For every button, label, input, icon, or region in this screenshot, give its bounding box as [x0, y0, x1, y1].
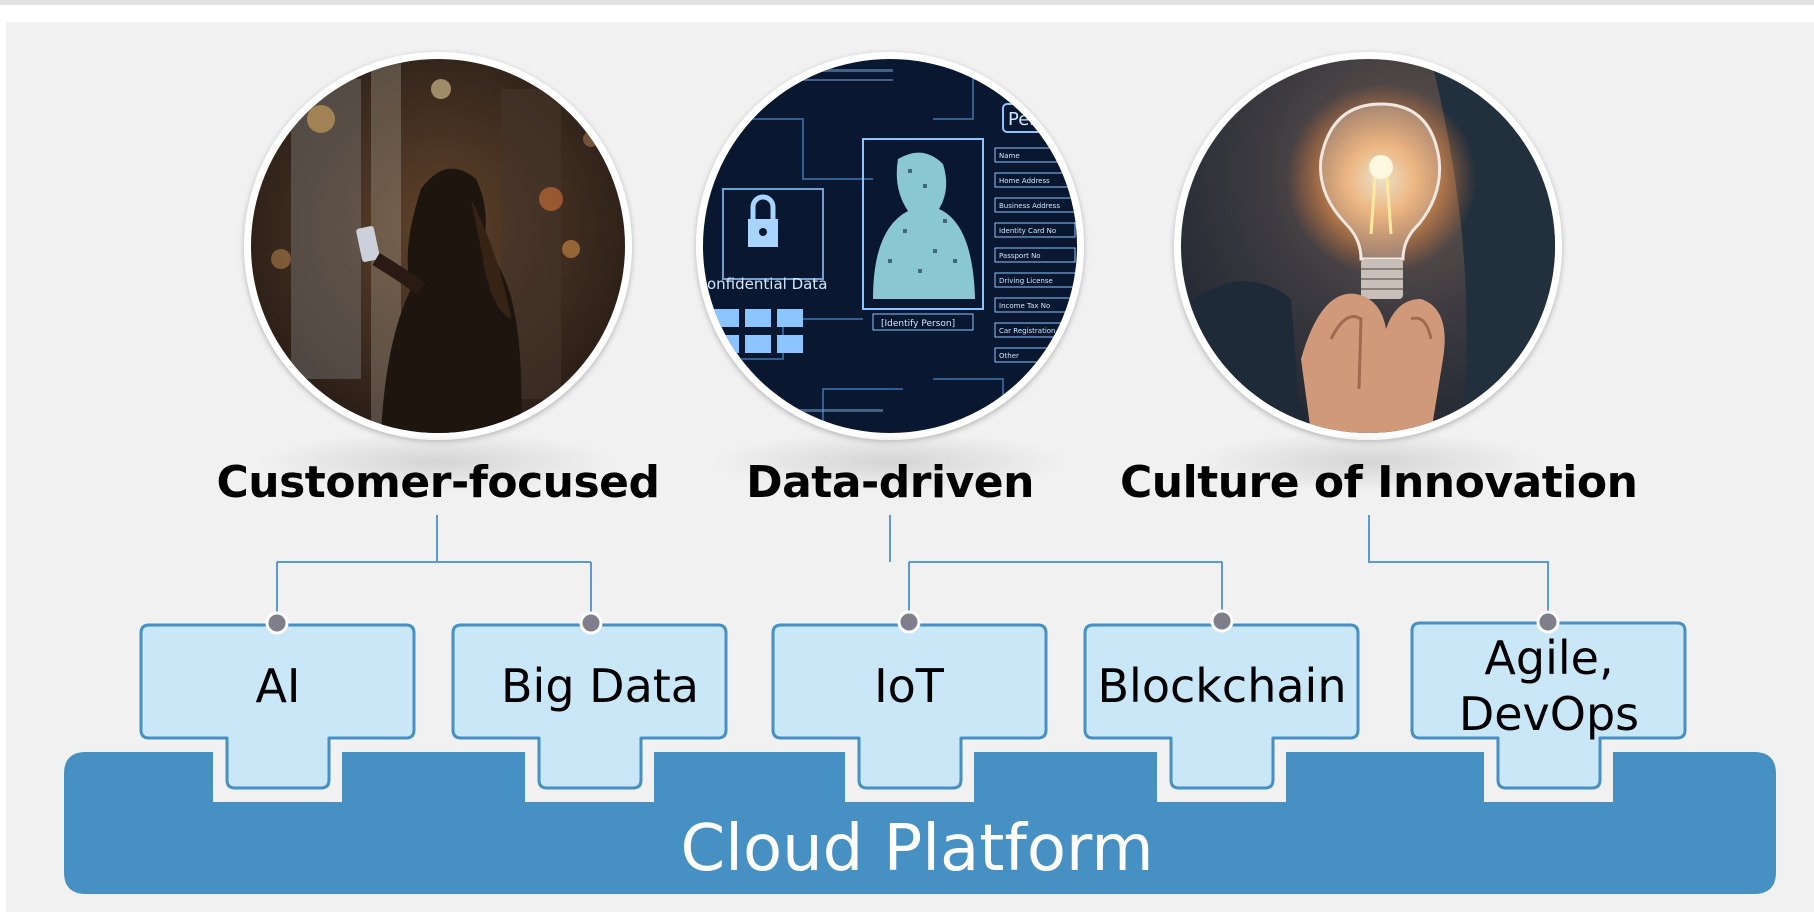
dot-big-data: [579, 611, 603, 635]
block-blockchain: [1083, 623, 1360, 790]
data-photo-reflection: [710, 432, 1070, 492]
identity-field-box: [994, 322, 1076, 338]
customer-photo: [244, 52, 632, 440]
customer-photo-reflection: [258, 432, 618, 492]
connector-lines: [276, 515, 1549, 621]
identity-field-label: Name: [999, 152, 1020, 160]
data-photo: onfidential Data [Identify Person] Perso…: [696, 52, 1084, 440]
identity-field-box: [994, 347, 1076, 363]
tech-label-iot: IoT: [874, 659, 944, 713]
tech-label-agile: Agile,: [1484, 631, 1614, 685]
identity-field-label: Home Address: [999, 177, 1050, 185]
confidential-text: onfidential Data: [707, 275, 827, 293]
dot-iot: [897, 610, 921, 634]
technology-blocks: [139, 621, 1687, 790]
cloud-platform-label: Cloud Platform: [680, 812, 1154, 886]
identity-field-box: [994, 247, 1076, 263]
top-border: [0, 0, 1814, 5]
block-agile-devops: [1410, 621, 1687, 790]
identity-field-box: [994, 172, 1076, 188]
identify-text: [Identify Person]: [881, 319, 955, 329]
identity-field-box: [994, 222, 1076, 238]
block-iot: [771, 623, 1048, 790]
identity-field-label: Identity Card No: [999, 227, 1056, 235]
person-header-text: Perso: [1008, 109, 1057, 130]
dot-blockchain: [1210, 609, 1234, 633]
identity-field-box: [994, 272, 1076, 288]
tech-label-devops: DevOps: [1458, 687, 1640, 741]
dot-ai: [265, 611, 289, 635]
identity-field-label: Business Address: [999, 202, 1060, 210]
cloud-platform-bar: [64, 752, 1776, 894]
identity-field-label: Driving License: [999, 277, 1053, 285]
block-big-data: [451, 623, 728, 790]
pillar-title-culture-of-innovation: Culture of Innovation: [1120, 457, 1638, 508]
dot-agile-devops: [1536, 610, 1560, 634]
connector-culture-of-innovation: [1368, 515, 1549, 621]
identity-field-label: Income Tax No: [999, 302, 1050, 310]
connector-data-driven: [889, 515, 1223, 621]
tech-label-big-data: Big Data: [501, 659, 699, 713]
identity-field-label: Car Registration: [999, 327, 1056, 335]
pillar-title-data-driven: Data-driven: [746, 457, 1034, 508]
tech-label-ai: AI: [255, 659, 301, 713]
identity-field-box: [994, 297, 1076, 313]
connector-dots: [265, 609, 1560, 635]
connector-customer-focused: [276, 515, 592, 621]
tech-label-blockchain: Blockchain: [1097, 659, 1347, 713]
identity-field-box: [994, 147, 1076, 163]
identity-field-box: [994, 197, 1076, 213]
identity-field-label: Passport No: [999, 252, 1041, 260]
innovation-photo: [1174, 52, 1562, 440]
platform-bar: [64, 752, 1776, 894]
innovation-photo-reflection: [1188, 432, 1548, 492]
identity-field-label: Other: [999, 352, 1019, 360]
block-ai: [139, 623, 416, 790]
pillar-title-customer-focused: Customer-focused: [216, 457, 660, 508]
